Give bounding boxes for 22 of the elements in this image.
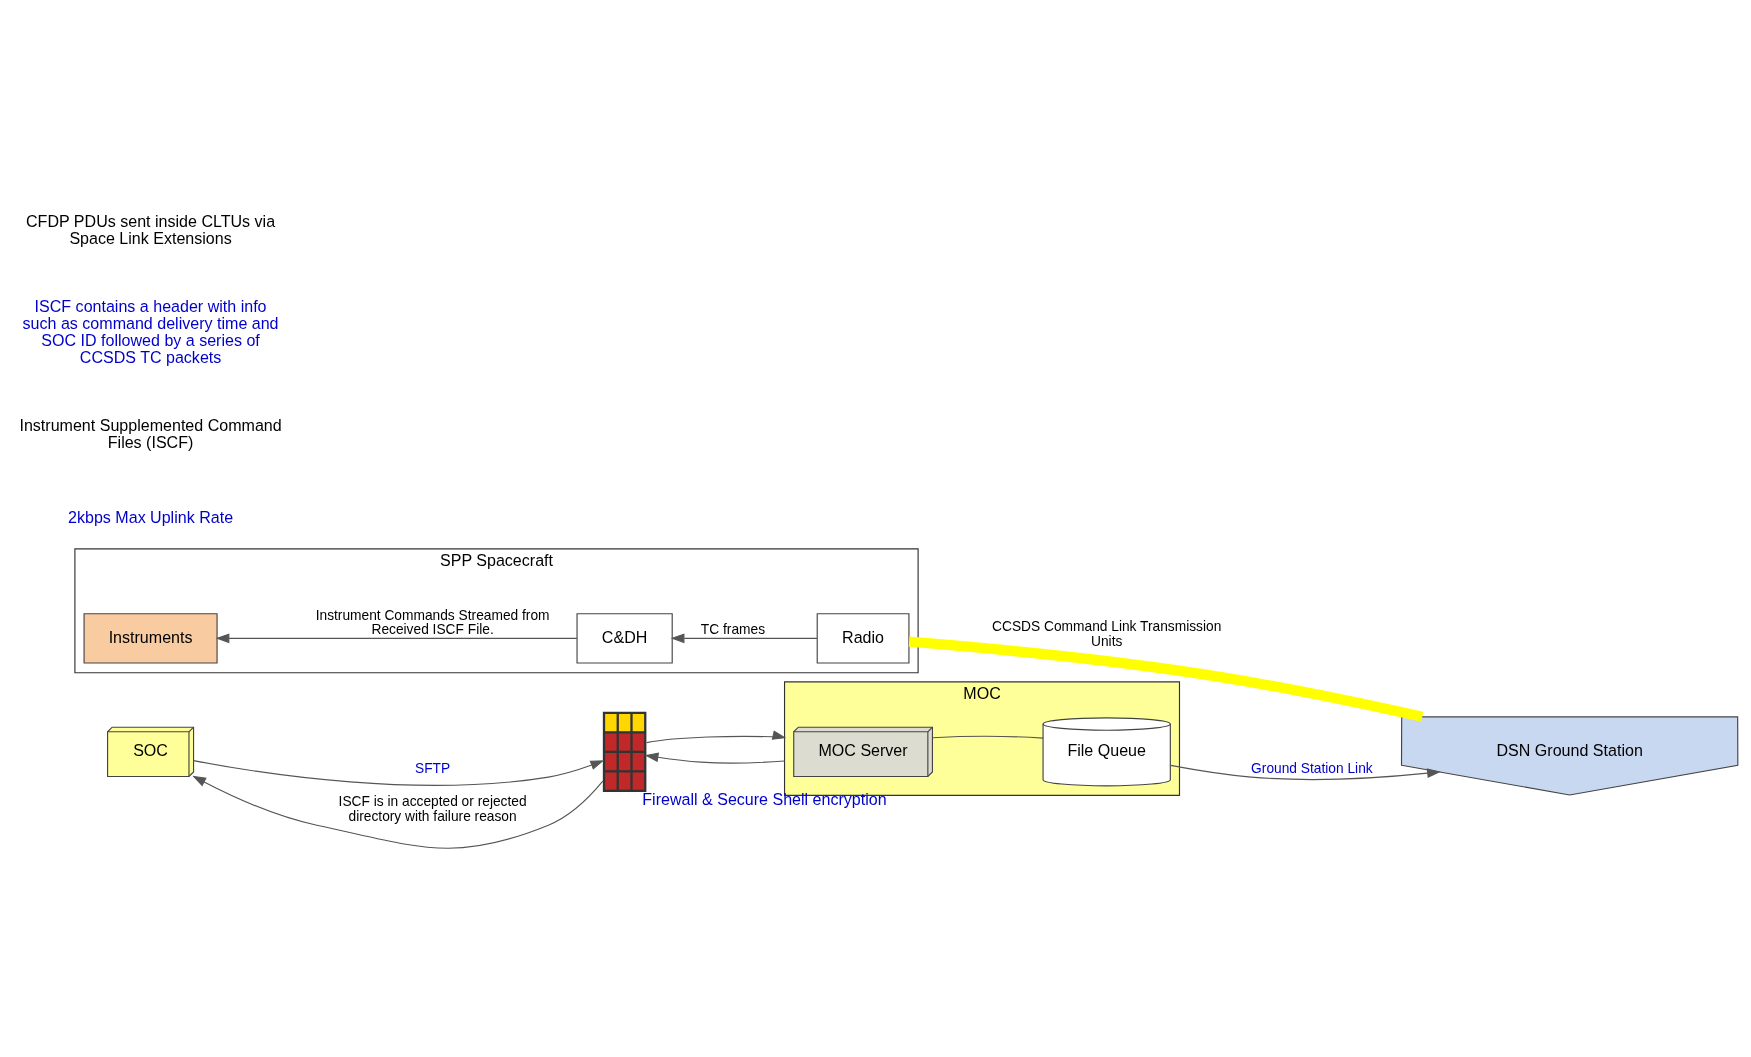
arrow	[646, 729, 787, 743]
arrow	[192, 775, 604, 849]
node-box: Instruments	[83, 612, 218, 664]
label: Instrument Supplemented Command Files (ISCF)	[19, 415, 282, 451]
edge-label: SFTP	[415, 760, 451, 776]
label: ISCF contains a header with info such as command delivery time and SOC ID followed by a series of CCSDS TC packets	[22, 296, 279, 366]
connector	[908, 636, 1424, 722]
label: CFDP PDUs sent inside CLTUs via Space Link Extensions	[26, 211, 276, 247]
edge-label: Ground Station Link	[1251, 760, 1373, 776]
label: 2kbps Max Uplink Rate	[68, 507, 234, 526]
node-box: Radio	[816, 612, 910, 664]
arrow	[215, 633, 578, 643]
arrow	[193, 759, 605, 786]
node-box: C&DH	[576, 612, 673, 664]
edge-label: CCSDS Command Link Transmission Units	[992, 618, 1222, 649]
arrow	[644, 752, 786, 764]
edge-label: TC frames	[700, 621, 766, 637]
arrow	[670, 633, 818, 643]
connector	[932, 735, 1044, 739]
edge-label: Instrument Commands Streamed from Received ISCF File.	[315, 607, 550, 637]
edge-label: ISCF is in accepted or rejected directory with failure reason	[338, 793, 527, 824]
arrow	[1170, 764, 1441, 780]
